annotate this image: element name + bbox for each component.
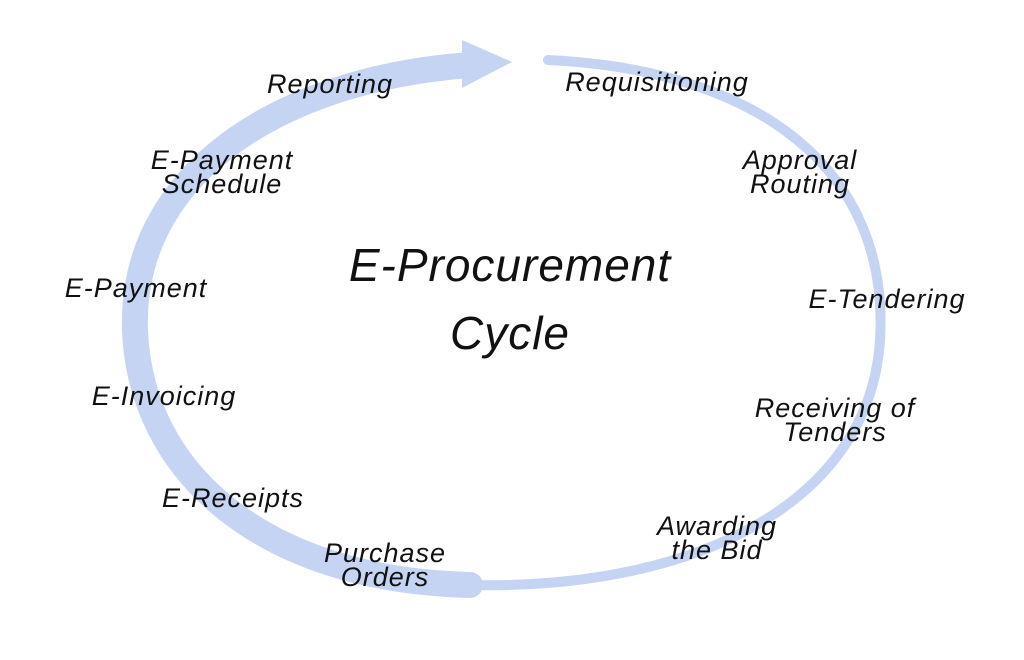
step-approval-routing-line2: Routing [749, 169, 851, 199]
step-requisitioning-text: Requisitioning [565, 67, 749, 97]
cycle-ring-thick [121, 52, 483, 598]
diagram-title-second: Cycle [300, 306, 720, 360]
step-approval-routing-line1: Approval [742, 145, 858, 175]
step-awarding-the-bid-line2: the Bid [671, 535, 763, 565]
diagram-title-line1: E-Procurement [348, 239, 672, 291]
step-e-payment-schedule: E-Payment Schedule [112, 145, 332, 199]
step-awarding-the-bid-line1: Awarding [656, 511, 778, 541]
step-requisitioning: Requisitioning [522, 67, 792, 97]
step-e-receipts: E-Receipts [128, 483, 338, 513]
diagram-title: E-Procurement [300, 238, 720, 292]
step-e-receipts-text: E-Receipts [161, 483, 305, 513]
step-receiving-of-tenders-line2: Tenders [783, 417, 887, 447]
step-e-payment-text: E-Payment [64, 273, 208, 303]
step-e-payment-schedule-line2: Schedule [161, 169, 283, 199]
step-receiving-of-tenders-line1: Receiving of [754, 393, 916, 423]
step-receiving-of-tenders: Receiving of Tenders [710, 393, 960, 447]
step-reporting: Reporting [236, 69, 424, 99]
step-purchase-orders-line2: Orders [340, 562, 430, 592]
step-e-payment: E-Payment [30, 273, 242, 303]
cycle-ring-thin [465, 55, 886, 591]
step-e-tendering-text: E-Tendering [808, 284, 966, 314]
step-reporting-text: Reporting [266, 69, 394, 99]
step-purchase-orders: Purchase Orders [290, 538, 480, 592]
step-awarding-the-bid: Awarding the Bid [622, 511, 812, 565]
diagram-title-line2: Cycle [449, 307, 571, 359]
step-approval-routing: Approval Routing [700, 145, 900, 199]
step-e-invoicing: E-Invoicing [58, 381, 270, 411]
step-purchase-orders-line1: Purchase [323, 538, 447, 568]
cycle-arrowhead [462, 40, 512, 88]
step-e-tendering: E-Tendering [772, 284, 1002, 314]
step-e-invoicing-text: E-Invoicing [91, 381, 237, 411]
step-e-payment-schedule-line1: E-Payment [150, 145, 294, 175]
